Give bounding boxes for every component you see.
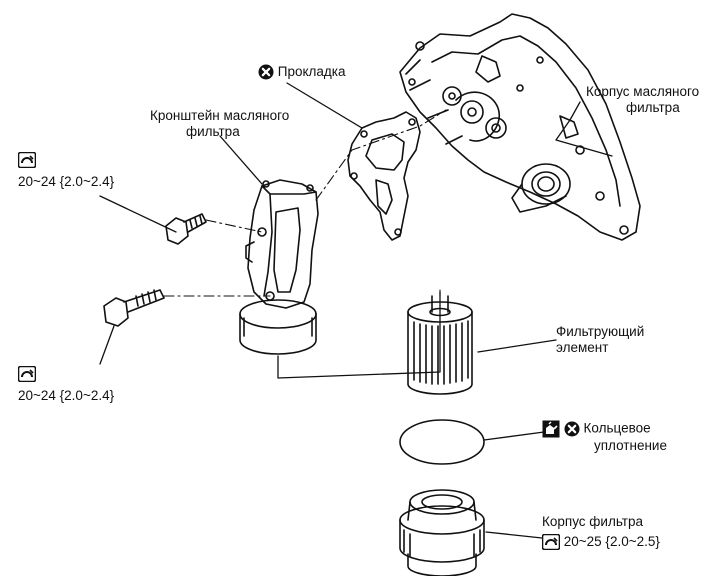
bracket-label-line2: фильтра: [186, 124, 240, 139]
cap-label: Корпус фильтра: [542, 514, 643, 529]
gasket-label: Прокладка: [258, 64, 346, 80]
torque-spec-cap: 20~25 {2.0~2.5}: [542, 534, 660, 551]
torque-value-cap: 20~25 {2.0~2.5}: [563, 534, 660, 549]
torque-spec-lower: [18, 366, 36, 383]
element-label-line2: элемент: [556, 340, 609, 355]
torque-value-lower: 20~24 {2.0~2.4}: [18, 388, 115, 403]
gasket-label-text: Прокладка: [277, 64, 346, 79]
replace-part-icon: [258, 64, 274, 80]
bolt-upper: [165, 213, 207, 245]
oil-can-icon: [542, 420, 560, 438]
bracket-label-line1: Кронштейн масляного: [150, 108, 290, 123]
torque-value-upper: 20~24 {2.0~2.4}: [18, 174, 115, 189]
torque-wrench-icon: [542, 534, 560, 551]
leader-lines: [99, 82, 613, 539]
housing-label-line1: Корпус масляного: [586, 84, 700, 99]
housing-label-line2: фильтра: [626, 100, 680, 115]
oil-filter-housing-cover: [399, 13, 641, 241]
gasket-part: [347, 111, 421, 241]
torque-wrench-icon: [18, 152, 36, 169]
torque-wrench-icon: [18, 366, 36, 383]
o-ring-part: [399, 419, 485, 465]
oil-filter-bracket-part: [239, 179, 319, 355]
bolt-lower: [103, 289, 165, 327]
oring-label-line2: уплотнение: [594, 438, 667, 453]
cap-assembly-line: [277, 291, 441, 379]
oring-label-line1: Кольцевое: [583, 420, 651, 436]
replace-part-icon: [564, 421, 580, 437]
torque-spec-upper: [18, 152, 36, 169]
filter-cap-part: [399, 489, 485, 576]
oring-label: Кольцевое: [542, 420, 651, 438]
element-label-line1: Фильтрующий: [556, 324, 645, 339]
